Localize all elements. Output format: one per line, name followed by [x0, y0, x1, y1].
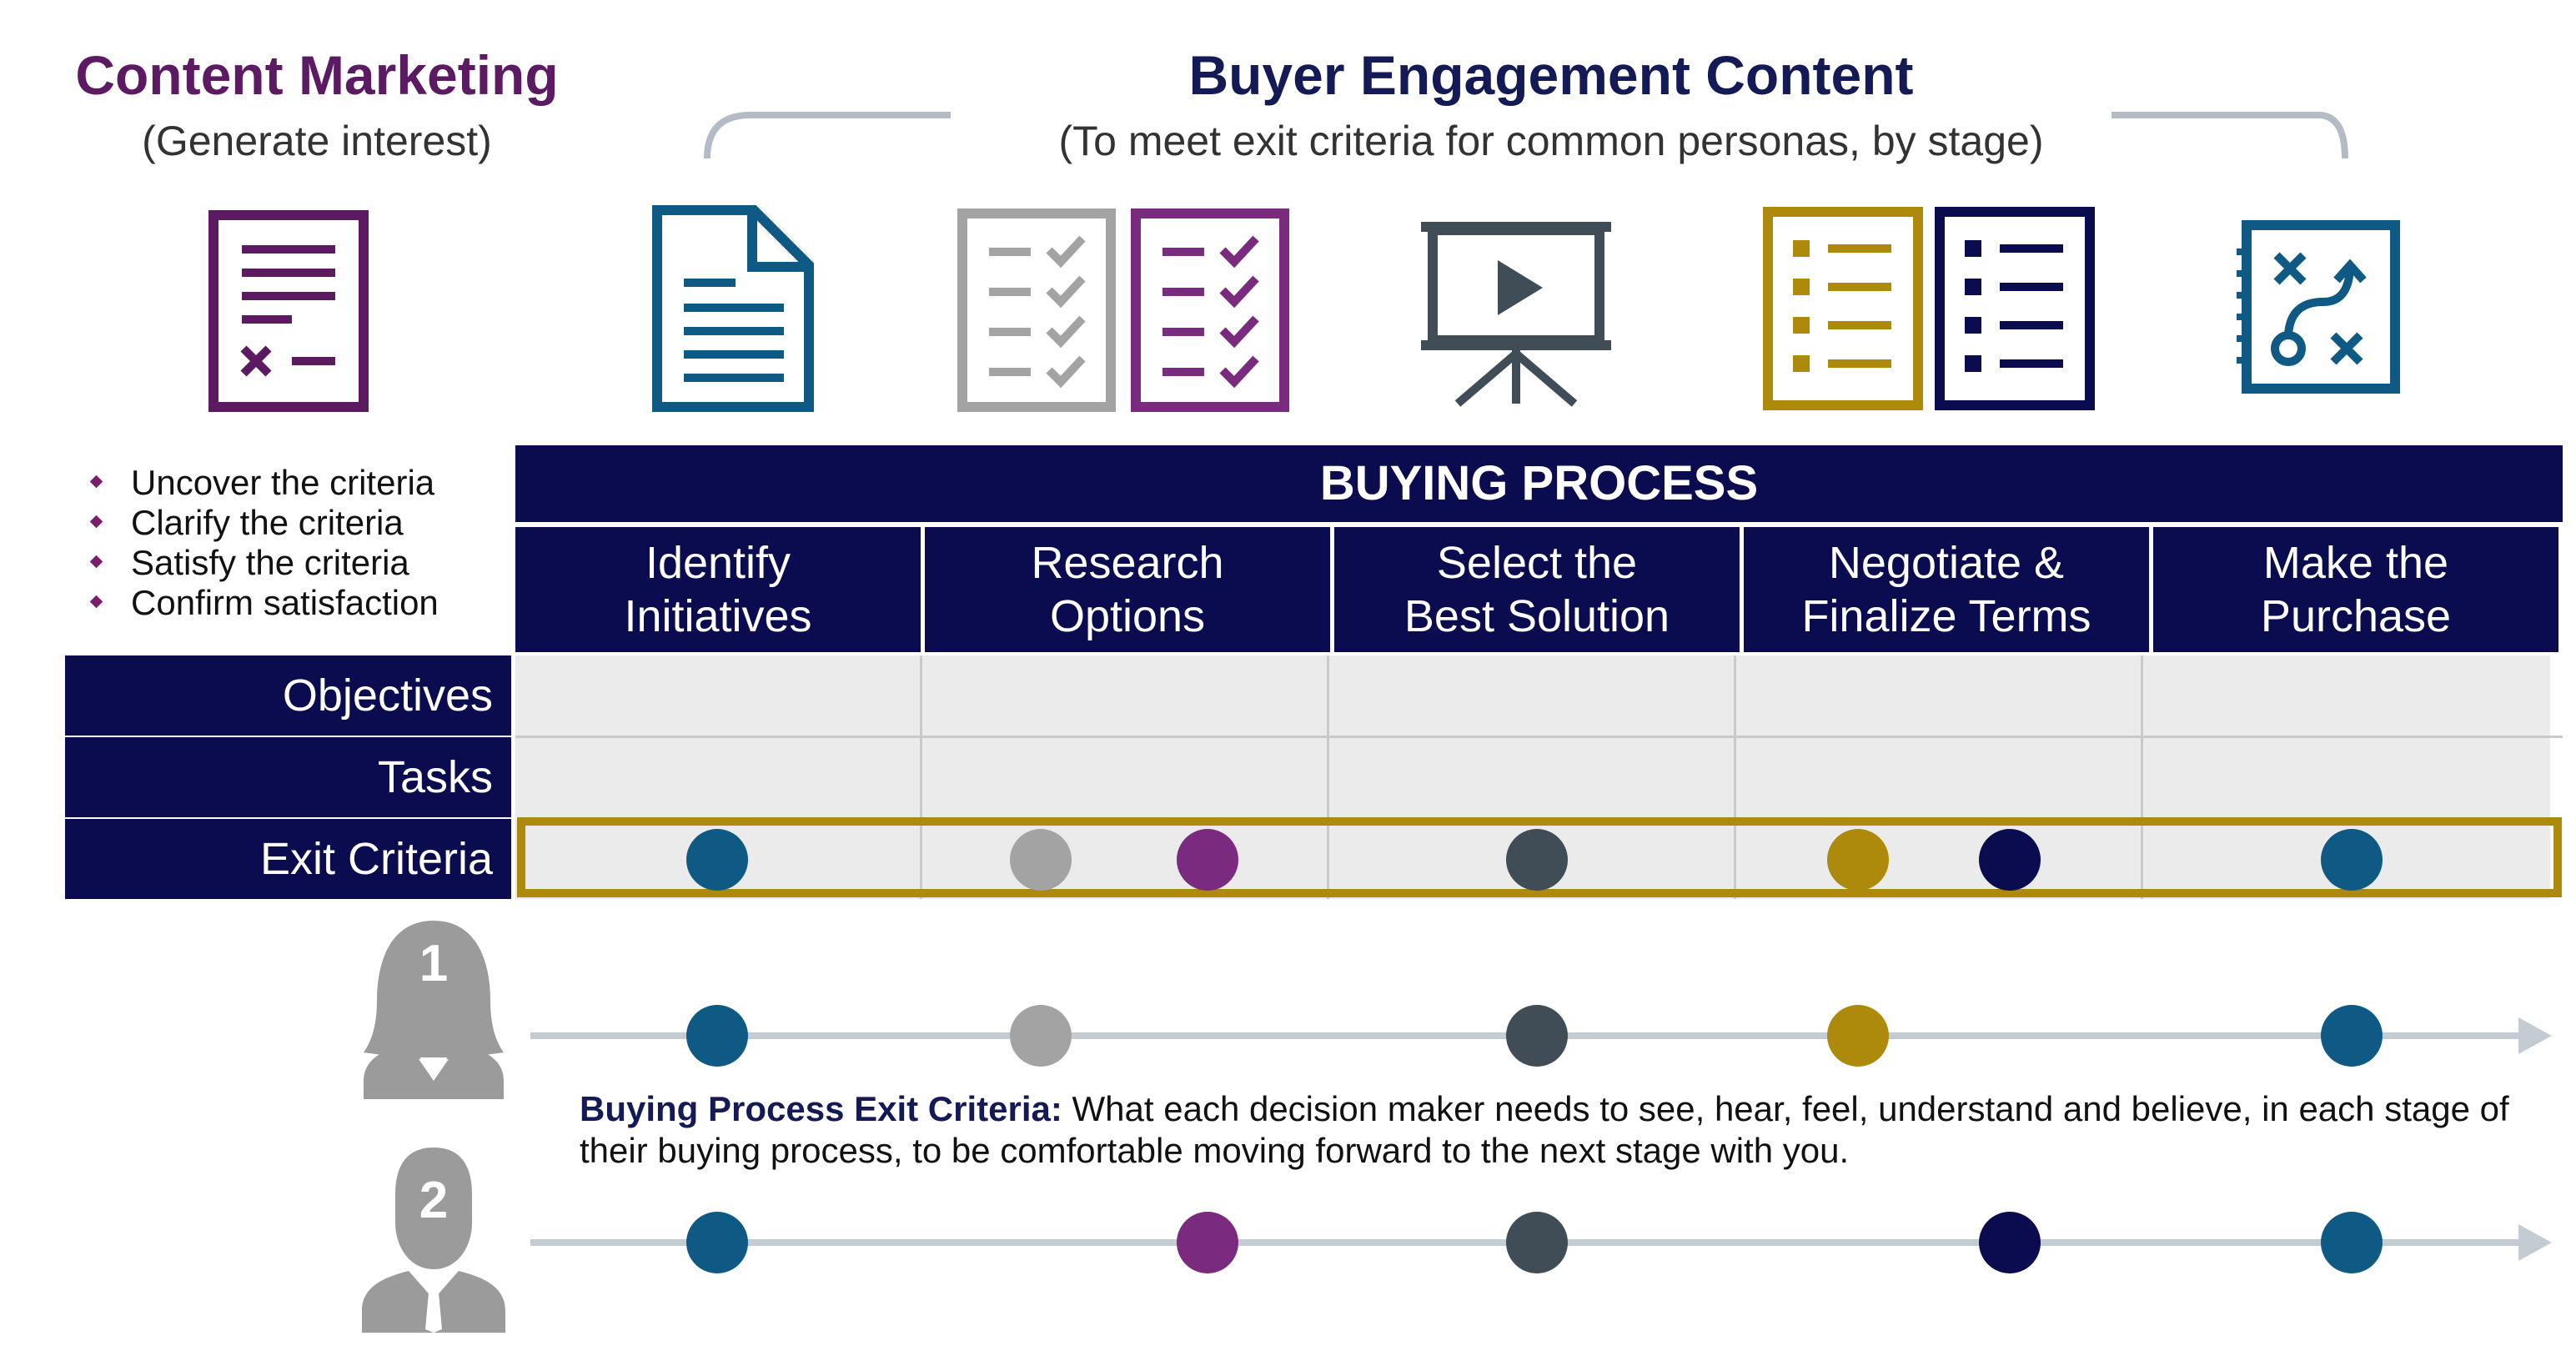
- presentation-icon: [1421, 222, 1611, 407]
- grid-cell: [1736, 655, 2143, 736]
- grid-cell: [1736, 819, 2143, 899]
- content-marketing-bullets: Uncover the criteria Clarify the criteri…: [83, 463, 534, 623]
- timeline-dot-purple: [1177, 1212, 1238, 1273]
- timeline-dot-navy: [1979, 1212, 2041, 1273]
- grid-cell: [1736, 737, 2143, 817]
- objectives-row: [515, 655, 2550, 736]
- grid-cell: [2143, 655, 2550, 736]
- exit-dot-blue: [2321, 829, 2383, 891]
- timeline-dot-gray: [1010, 1005, 1072, 1067]
- persona-number-1: 1: [419, 935, 449, 992]
- stage-negotiate-terms: Negotiate &Finalize Terms: [1744, 527, 2149, 652]
- timeline-dot-blue: [686, 1212, 748, 1273]
- persona-number-2: 2: [419, 1172, 449, 1229]
- exit-dot-gold: [1827, 829, 1889, 891]
- timeline-dot-blue: [686, 1005, 748, 1067]
- list-navy-icon: [1935, 207, 2095, 410]
- bullet-item: Clarify the criteria: [83, 503, 534, 543]
- checklist-gray-icon: [957, 208, 1116, 412]
- female-persona-icon: [364, 921, 504, 1099]
- bullet-item: Uncover the criteria: [83, 463, 534, 503]
- timeline-arrow-icon: [2518, 1017, 2552, 1054]
- diamond-bullet-icon: [89, 595, 103, 609]
- tasks-row: [515, 737, 2550, 817]
- checklist-purple-icon: [1131, 208, 1289, 412]
- exit-criteria-highlight: [517, 817, 2562, 897]
- buyer-engagement-title: Buyer Engagement Content: [1188, 44, 1914, 106]
- diamond-bullet-icon: [89, 555, 103, 569]
- list-gold-icon: [1763, 207, 1923, 410]
- timeline-arrow-icon: [2518, 1224, 2552, 1261]
- exit-dot-blue: [686, 829, 748, 891]
- content-marketing-title: Content Marketing: [75, 44, 559, 106]
- male-persona-icon: [362, 1148, 505, 1333]
- diamond-bullet-icon: [89, 515, 103, 529]
- exit-criteria-definition: Buying Process Exit Criteria: What each …: [580, 1088, 2523, 1172]
- exit-dot-gray: [1010, 829, 1072, 891]
- row-label-tasks: Tasks: [65, 737, 511, 817]
- timeline-dot-blue: [2321, 1005, 2383, 1067]
- grid-cell: [1329, 737, 1736, 817]
- grid-cell: [515, 737, 922, 817]
- bracket-line: [704, 112, 2348, 159]
- timeline-dot-slate: [1506, 1212, 1568, 1273]
- document-x-icon: [208, 210, 369, 412]
- bullet-item: Confirm satisfaction: [83, 583, 534, 623]
- exit-dot-purple: [1177, 829, 1238, 891]
- exit-criteria-row: [515, 819, 2550, 899]
- grid-cell: [922, 819, 1329, 899]
- buyer-engagement-subtitle: (To meet exit criteria for common person…: [1058, 118, 2044, 164]
- row-label-exit-criteria: Exit Criteria: [65, 819, 511, 899]
- document-icon: [652, 205, 814, 412]
- note-label: Buying Process Exit Criteria:: [580, 1089, 1062, 1128]
- timeline-dot-slate: [1506, 1005, 1568, 1067]
- strategy-board-icon: [2237, 220, 2400, 394]
- buying-process-header: BUYING PROCESS: [515, 445, 2563, 522]
- grid-cell: [2143, 737, 2550, 817]
- grid-cell: [922, 655, 1329, 736]
- grid-cell: [922, 737, 1329, 817]
- bullet-item: Satisfy the criteria: [83, 543, 534, 583]
- note-text: What each decision maker needs to see, h…: [580, 1089, 2509, 1170]
- timeline-dot-blue: [2321, 1212, 2383, 1273]
- content-marketing-subtitle: (Generate interest): [142, 118, 492, 164]
- timeline-dot-gold: [1827, 1005, 1889, 1067]
- exit-dot-navy: [1979, 829, 2041, 891]
- grid-cell: [1329, 655, 1736, 736]
- diamond-bullet-icon: [89, 475, 103, 489]
- grid-cell: [515, 655, 922, 736]
- row-divider: [515, 736, 2563, 738]
- row-label-objectives: Objectives: [65, 655, 511, 736]
- exit-dot-slate: [1506, 829, 1568, 891]
